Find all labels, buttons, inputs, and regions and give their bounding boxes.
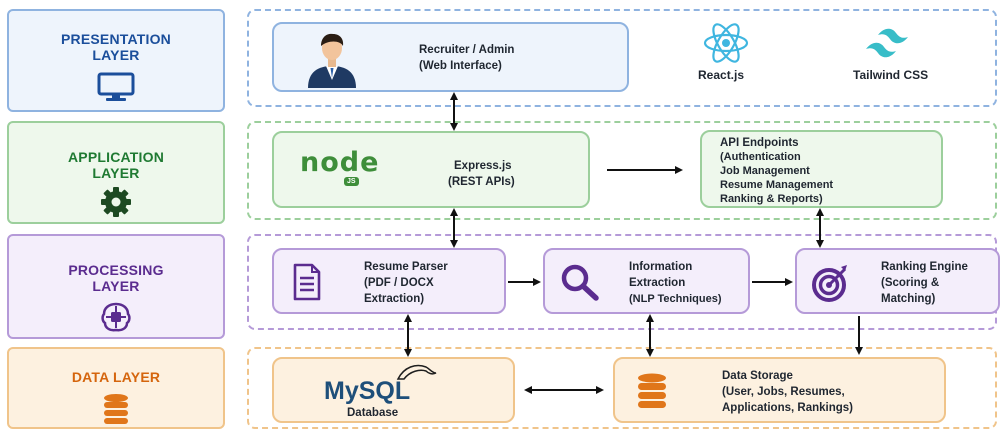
application-layer-title: APPLICATION LAYER — [67, 149, 165, 181]
nodejs-badge: JS — [344, 177, 359, 186]
storage-subtitle-1: (User, Jobs, Resumes, — [722, 386, 845, 398]
monitor-icon — [97, 72, 135, 101]
info-subtitle: (NLP Techniques) — [629, 293, 722, 305]
api-item: Ranking & Reports) — [720, 193, 823, 205]
recruiter-title: Recruiter / Admin — [419, 44, 515, 56]
parser-subtitle-2: Extraction) — [364, 293, 425, 305]
api-title: API Endpoints — [720, 137, 799, 149]
mysql-subtitle: Database — [347, 407, 399, 419]
document-icon — [293, 263, 321, 301]
data-region — [247, 347, 997, 429]
database-icon — [104, 394, 128, 424]
info-title-2: Extraction — [629, 277, 686, 289]
processing-layer-label: PROCESSING LAYER — [7, 234, 225, 339]
mysql-dolphin-icon — [396, 364, 437, 380]
express-title: Express.js — [454, 160, 512, 172]
info-title-1: Information — [629, 261, 693, 273]
storage-title: Data Storage — [722, 370, 793, 382]
data-layer-label: DATA LAYER — [7, 347, 225, 429]
api-item: Job Management — [720, 165, 810, 177]
gear-icon — [101, 187, 131, 217]
react-label: React.js — [698, 68, 745, 82]
ranking-engine-box: Ranking Engine (Scoring & Matching) — [795, 248, 1000, 314]
rank-subtitle-2: Matching) — [881, 293, 936, 305]
express-box: node JS Express.js (REST APIs) — [272, 131, 590, 208]
mysql-logo: MySQL — [324, 377, 411, 405]
storage-subtitle-2: Applications, Rankings) — [722, 402, 853, 414]
react-logo-icon — [703, 23, 749, 63]
presentation-region — [247, 9, 997, 107]
storage-database-icon — [638, 373, 666, 408]
api-item: Resume Management — [720, 179, 834, 191]
data-storage-box: Data Storage (User, Jobs, Resumes, Appli… — [613, 357, 946, 423]
user-avatar-icon — [308, 33, 356, 88]
api-endpoints-box: API Endpoints (Authentication Job Manage… — [700, 130, 943, 208]
express-subtitle: (REST APIs) — [448, 176, 515, 188]
recruiter-subtitle: (Web Interface) — [419, 60, 502, 72]
api-item: (Authentication — [720, 151, 801, 163]
nodejs-logo: node — [300, 147, 380, 178]
rank-title: Ranking Engine — [881, 261, 968, 273]
processing-layer-title: PROCESSING LAYER — [68, 262, 164, 294]
parser-title: Resume Parser — [364, 261, 448, 273]
data-layer-title: DATA LAYER — [71, 369, 161, 385]
tailwind-label: Tailwind CSS — [853, 68, 929, 82]
presentation-layer-label: PRESENTATION LAYER — [7, 9, 225, 112]
recruiter-admin-box: Recruiter / Admin (Web Interface) — [272, 22, 629, 92]
brain-chip-icon — [101, 302, 131, 332]
target-icon — [812, 265, 847, 302]
application-layer-label: APPLICATION LAYER — [7, 121, 225, 224]
tailwind-logo-icon — [866, 28, 908, 58]
resume-parser-box: Resume Parser (PDF / DOCX Extraction) — [272, 248, 506, 314]
information-extraction-box: Information Extraction (NLP Techniques) — [543, 248, 750, 314]
rank-subtitle-1: (Scoring & — [881, 277, 940, 289]
mysql-database-box: MySQL Database — [272, 357, 515, 423]
parser-subtitle-1: (PDF / DOCX — [364, 277, 434, 289]
application-region — [247, 121, 997, 220]
presentation-layer-title: PRESENTATION LAYER — [61, 31, 171, 63]
magnifier-icon — [561, 264, 599, 301]
